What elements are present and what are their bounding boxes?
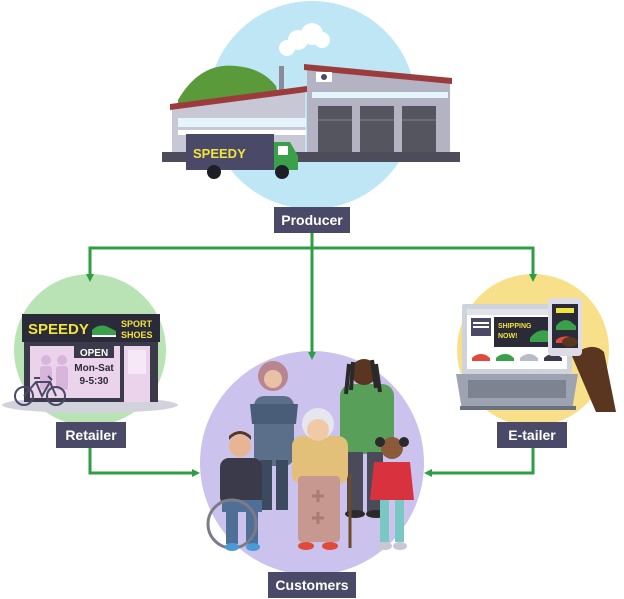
shop-open-text: OPEN xyxy=(80,348,108,359)
arrow-producer-to-etailer xyxy=(312,246,537,282)
person-wheelchair-user xyxy=(206,431,262,551)
person-older-woman xyxy=(292,408,352,550)
shop-brand-text: SPEEDY xyxy=(28,321,89,338)
etailer-label: E-tailer xyxy=(497,422,567,448)
person-girl xyxy=(370,437,414,550)
phone-in-hand-icon xyxy=(548,298,616,412)
truck-icon: SPEEDY xyxy=(186,134,298,179)
smoke-icon xyxy=(279,23,330,56)
bicycle-icon xyxy=(14,375,66,406)
arrow-producer-to-retailer xyxy=(86,246,312,282)
shop-days-text: Mon-Sat xyxy=(74,363,114,374)
web-banner-line1: SHIPPING xyxy=(498,323,532,330)
producer-label: Producer xyxy=(274,207,350,233)
customers-group-illustration xyxy=(206,359,414,551)
customers-label: Customers xyxy=(268,572,356,598)
person-woman-hijab xyxy=(250,361,298,510)
shoe-icon xyxy=(92,325,116,337)
arrow-retailer-to-customers xyxy=(88,448,200,477)
shop-sign-line2: SHOES xyxy=(121,330,153,340)
truck-brand-text: SPEEDY xyxy=(193,146,246,161)
arrow-etailer-to-customers xyxy=(424,448,535,477)
shop-illustration: SPEEDY SPORT SHOES OPEN Mon-Sat 9-5:30 xyxy=(2,314,178,413)
shop-sign-line1: SPORT xyxy=(121,319,153,329)
shop-hours-text: 9-5:30 xyxy=(80,376,109,387)
retailer-label: Retailer xyxy=(56,422,126,448)
loading-bays xyxy=(318,106,436,152)
web-banner-line2: NOW! xyxy=(498,333,517,340)
flow-arrows xyxy=(86,233,537,477)
shop-sign-board xyxy=(22,314,160,342)
